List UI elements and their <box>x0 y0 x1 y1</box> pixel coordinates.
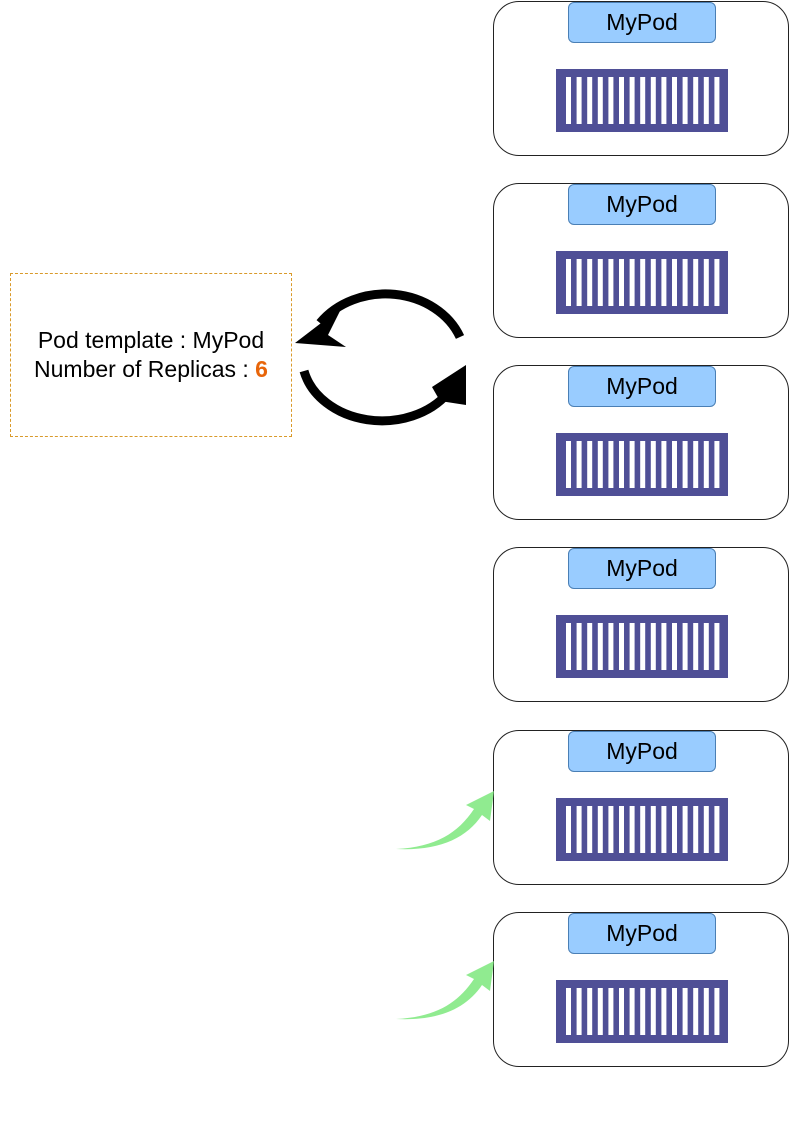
reconcile-arrow-upper <box>316 289 465 339</box>
pod-name-label: MyPod <box>568 731 716 772</box>
pod-card: MyPod <box>493 365 789 520</box>
pod-card: MyPod <box>493 912 789 1067</box>
pod-template-text: Pod template : MyPod <box>37 327 265 353</box>
green-curved-arrow-icon <box>396 791 494 850</box>
replica-count-value: 6 <box>255 356 268 382</box>
reconcile-arrowhead-lower <box>432 365 466 405</box>
green-curved-arrow-icon <box>396 961 494 1020</box>
pod-name-label: MyPod <box>568 366 716 407</box>
pod-name-label: MyPod <box>568 184 716 225</box>
replicas-label: Number of Replicas : <box>34 356 256 382</box>
pod-name-label: MyPod <box>568 548 716 589</box>
reconcile-arrow-lower <box>299 369 452 426</box>
pod-card: MyPod <box>493 730 789 885</box>
pod-card: MyPod <box>493 547 789 702</box>
pod-card: MyPod <box>493 183 789 338</box>
replicaset-template-box: Pod template : MyPod Number of Replicas … <box>10 273 292 437</box>
container-icon <box>556 615 728 678</box>
container-icon <box>556 69 728 132</box>
pod-name-label: MyPod <box>568 913 716 954</box>
container-icon <box>556 251 728 314</box>
container-icon <box>556 798 728 861</box>
container-icon <box>556 980 728 1043</box>
reconcile-arrowhead-upper <box>295 307 346 347</box>
container-icon <box>556 433 728 496</box>
replica-count-line: Number of Replicas : 6 <box>34 355 268 384</box>
pod-name-label: MyPod <box>568 2 716 43</box>
pod-card: MyPod <box>493 1 789 156</box>
reconcile-loop-icon <box>295 289 466 426</box>
